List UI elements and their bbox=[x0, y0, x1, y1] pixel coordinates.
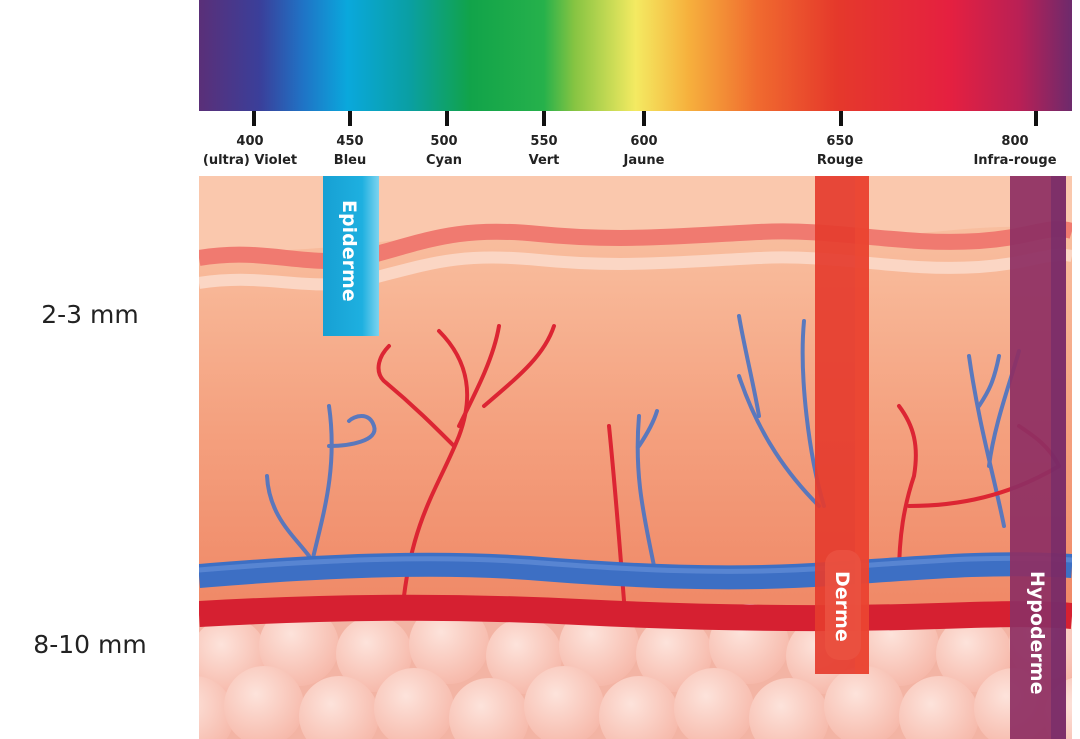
depth-label-shallow: 2-3 mm bbox=[41, 300, 139, 329]
veins bbox=[265, 314, 1021, 578]
tick-label-400: 400(ultra) Violet bbox=[202, 134, 298, 168]
epidermis-label: Epiderme bbox=[338, 200, 360, 302]
tick-mark-400 bbox=[252, 111, 256, 126]
skin-cross-section: Epiderme Derme Hypoderme bbox=[199, 176, 1072, 739]
tick-mark-550 bbox=[542, 111, 546, 126]
tick-mark-800 bbox=[1034, 111, 1038, 126]
epidermis-band: Epiderme bbox=[323, 176, 379, 336]
hypodermis-label: Hypoderme bbox=[1026, 571, 1048, 694]
hypodermis-band: Hypoderme bbox=[1010, 176, 1066, 739]
tick-mark-600 bbox=[642, 111, 646, 126]
large-artery bbox=[199, 594, 1072, 632]
tick-mark-500 bbox=[445, 111, 449, 126]
dermis-band: Derme bbox=[815, 176, 869, 674]
tick-mark-650 bbox=[839, 111, 843, 126]
large-vein bbox=[199, 552, 1072, 590]
tick-mark-450 bbox=[348, 111, 352, 126]
light-spectrum-bar bbox=[199, 0, 1072, 111]
depth-label-deep: 8-10 mm bbox=[33, 630, 147, 659]
dermis-label: Derme bbox=[831, 571, 853, 642]
